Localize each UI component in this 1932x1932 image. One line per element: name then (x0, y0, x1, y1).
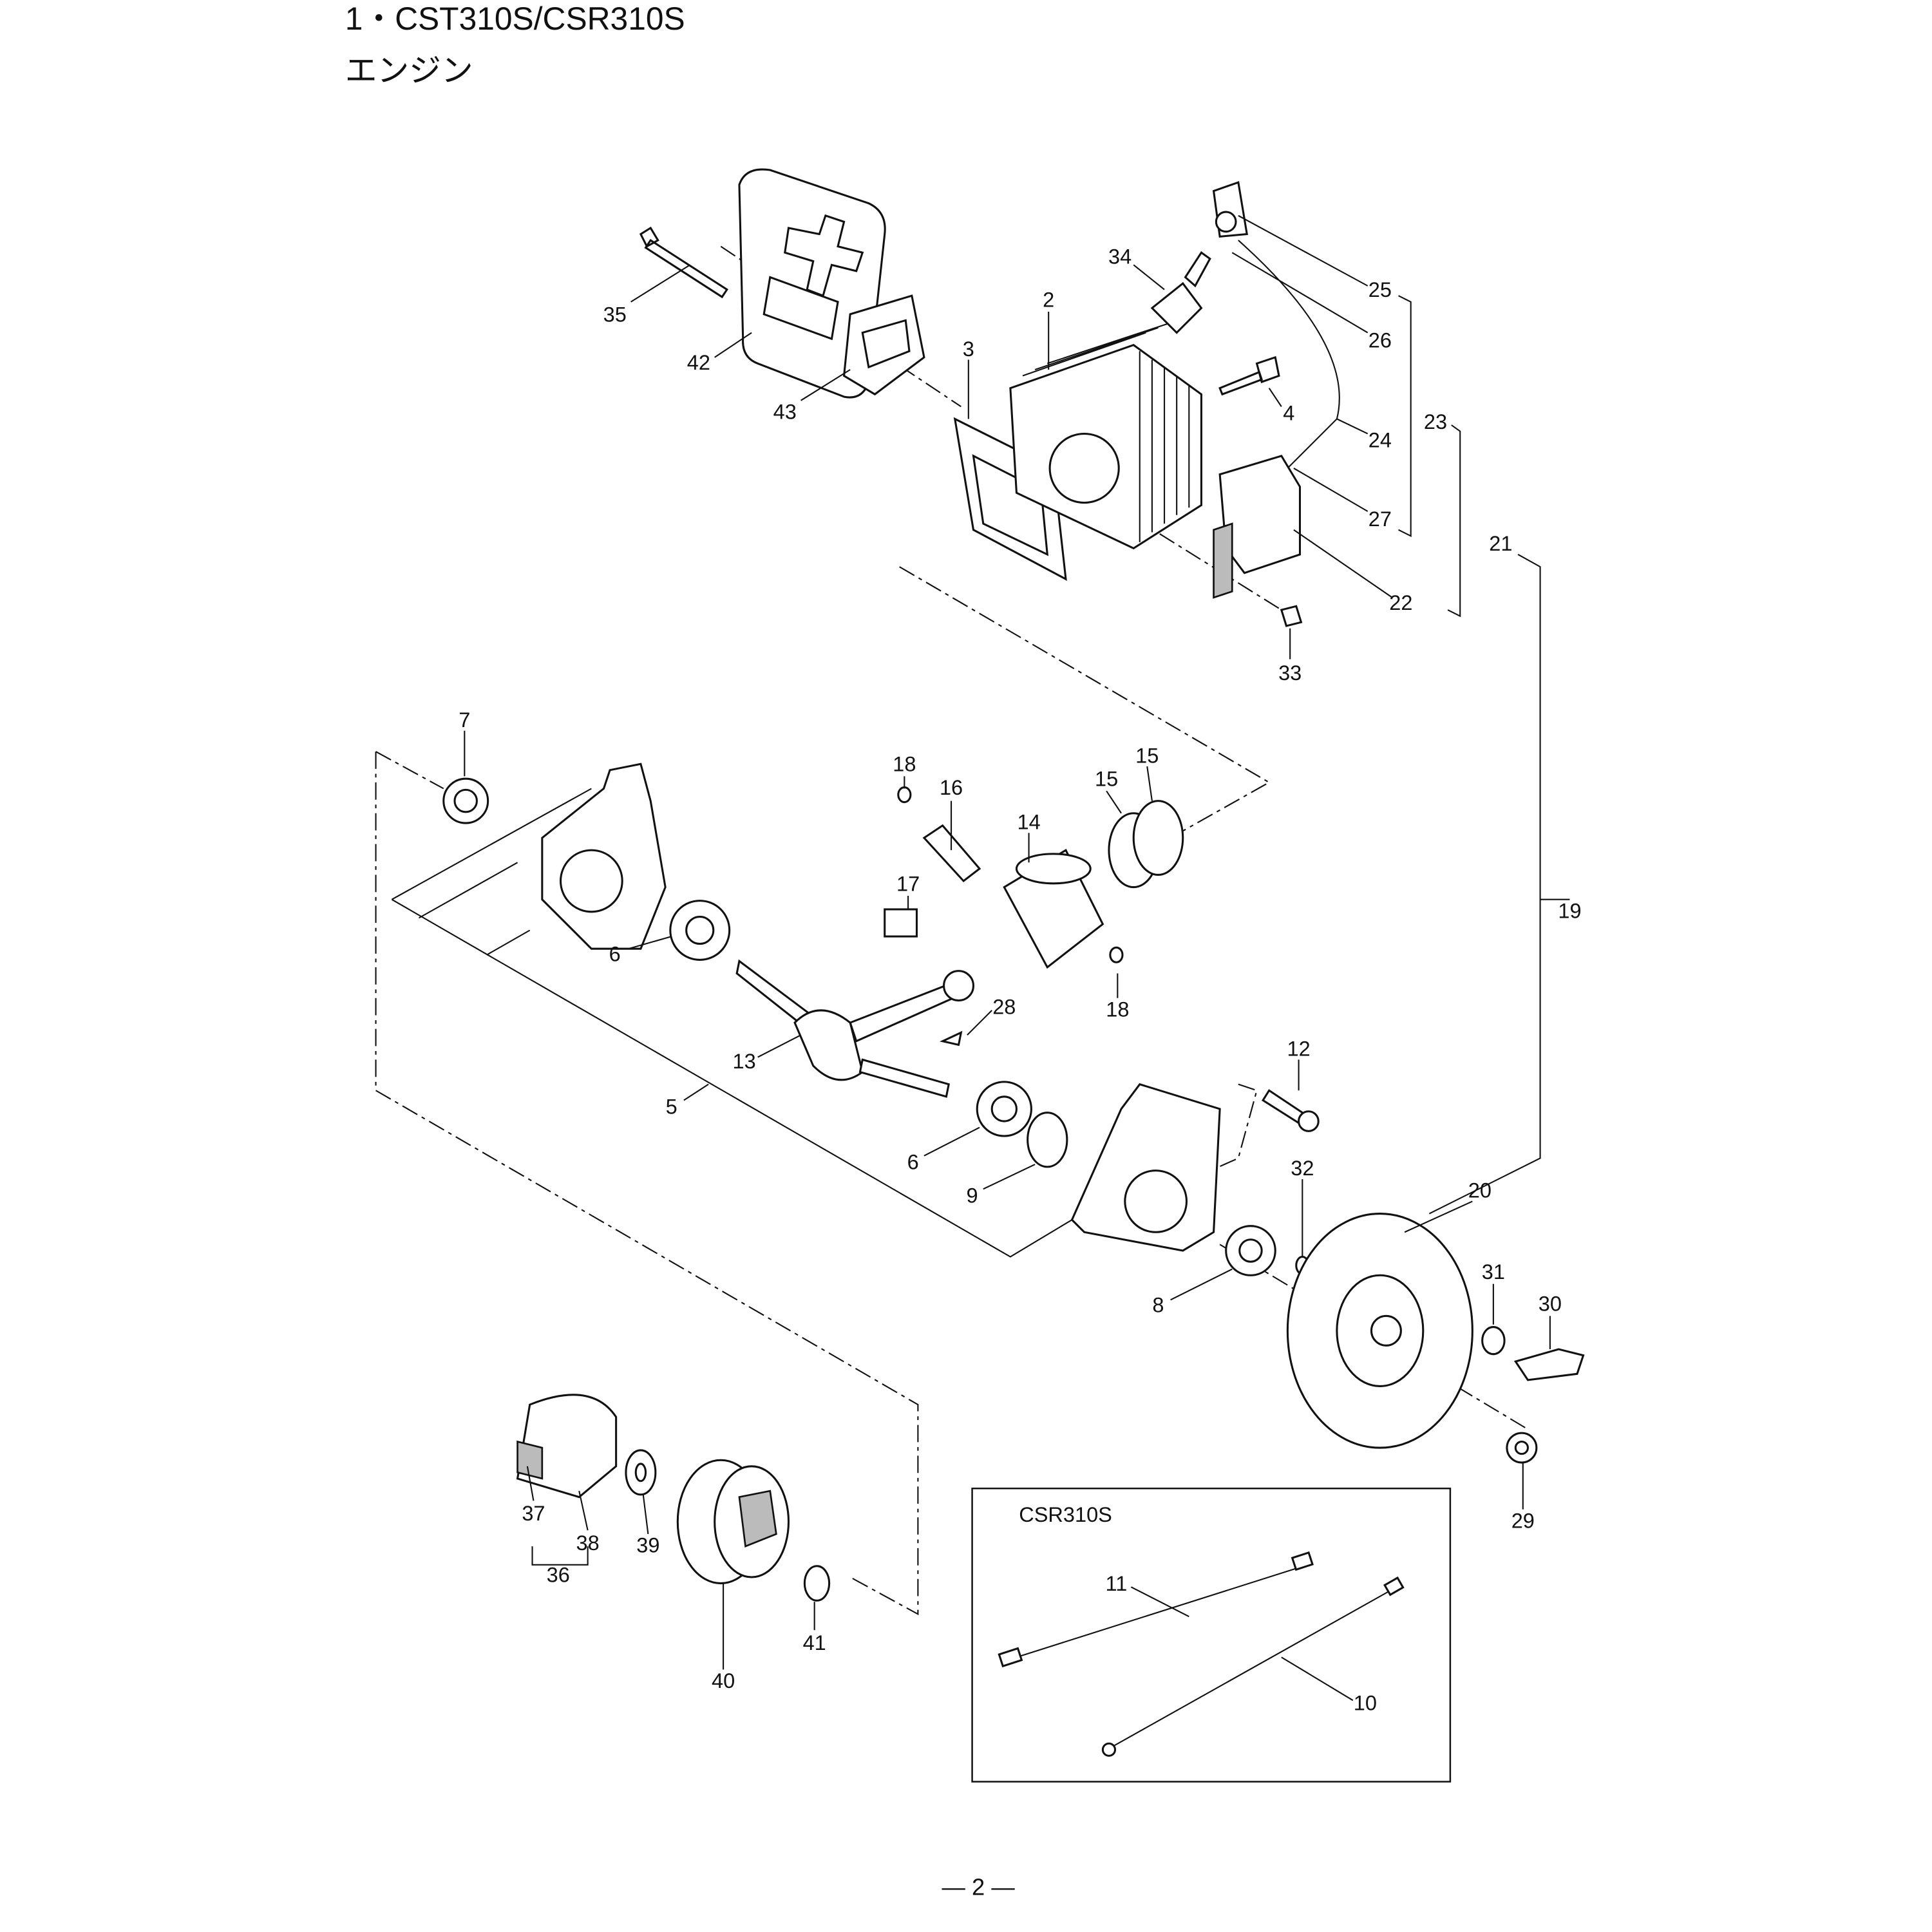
bolt-33 (1280, 605, 1303, 627)
callout-12: 12 (1287, 1037, 1310, 1061)
callout-18-b: 18 (1106, 998, 1129, 1021)
inset-label: CSR310S (1019, 1503, 1112, 1526)
callout-42: 42 (687, 351, 710, 374)
clutch-drum-40 (676, 1459, 790, 1585)
callout-11: 11 (1106, 1572, 1128, 1595)
callout-21: 21 (1489, 532, 1512, 555)
callout-7: 7 (459, 708, 470, 732)
callout-2: 2 (1043, 288, 1054, 311)
bolt-35 (639, 226, 728, 299)
callout-29: 29 (1511, 1509, 1535, 1532)
piston-pin-16 (922, 824, 981, 883)
page-number: — 2 — (942, 1874, 1016, 1900)
callout-3: 3 (963, 337, 974, 361)
callout-36: 36 (547, 1564, 570, 1587)
callout-41: 41 (803, 1631, 826, 1654)
callout-25: 25 (1368, 278, 1392, 301)
callout-20: 20 (1468, 1179, 1492, 1202)
callout-15: 15 (1095, 768, 1118, 791)
callout-38: 38 (576, 1531, 600, 1555)
bearing-7 (442, 777, 489, 824)
nut-29 (1506, 1432, 1538, 1464)
bracket-lines (391, 295, 1541, 1566)
bolt-12 (1261, 1089, 1320, 1132)
callout-24: 24 (1368, 429, 1392, 452)
key-28 (939, 1030, 963, 1046)
callout-5: 5 (666, 1095, 677, 1119)
callout-8: 8 (1152, 1294, 1164, 1317)
callout-22: 22 (1389, 591, 1412, 614)
callout-9: 9 (967, 1184, 978, 1207)
callout-16: 16 (940, 776, 963, 799)
spark-plug-34 (1150, 251, 1211, 334)
piston-rings-15 (1108, 800, 1184, 889)
page-title: 1・CST310S/CSR310S (345, 1, 685, 37)
ignition-lead-24 (1238, 240, 1340, 469)
callout-32: 32 (1291, 1157, 1314, 1180)
spring-31 (1481, 1326, 1506, 1356)
piston-14 (1003, 848, 1104, 969)
callout-37: 37 (522, 1502, 545, 1525)
crankcase-right (1070, 1083, 1221, 1252)
callout-28: 28 (992, 996, 1016, 1019)
callout-18: 18 (893, 753, 916, 776)
bearing-6-right (976, 1081, 1032, 1137)
callout-10: 10 (1354, 1692, 1377, 1715)
flywheel-20 (1286, 1213, 1473, 1449)
callout-40: 40 (712, 1669, 735, 1692)
callout-39: 39 (636, 1534, 659, 1557)
bearing-6-left (669, 900, 731, 961)
callout-labels: 35 42 43 3 2 34 25 26 4 24 23 27 21 22 3… (459, 245, 1581, 1714)
callout-13: 13 (733, 1050, 756, 1073)
clutch-36 (516, 1394, 618, 1499)
cable-10 (1111, 1589, 1393, 1748)
callout-26: 26 (1368, 329, 1392, 352)
needle-bearing-41 (803, 1565, 831, 1602)
callout-15-b: 15 (1135, 744, 1159, 767)
crankcase-left (541, 762, 667, 950)
inset-csr310s: CSR310S (971, 1487, 1452, 1783)
leader-lines (464, 214, 1570, 1701)
callout-6-b: 6 (907, 1151, 919, 1174)
needle-bearing-17 (884, 908, 918, 938)
bolt-4 (1218, 355, 1280, 396)
callout-27: 27 (1368, 507, 1392, 531)
callout-30: 30 (1539, 1293, 1562, 1316)
callout-14: 14 (1017, 811, 1040, 834)
callout-6: 6 (609, 942, 621, 965)
clip-18 (897, 786, 1124, 963)
cylinder-part (1009, 322, 1202, 550)
cable-11 (1016, 1566, 1300, 1658)
callout-34: 34 (1108, 245, 1132, 268)
circlip-9 (1027, 1112, 1068, 1168)
callout-35: 35 (603, 303, 627, 326)
callout-43: 43 (773, 401, 797, 424)
plug-cap-25 (1212, 181, 1249, 238)
callout-31: 31 (1482, 1260, 1505, 1283)
callout-33: 33 (1278, 661, 1302, 685)
bearing-8 (1225, 1225, 1276, 1276)
pawl-30 (1513, 1348, 1585, 1381)
ignition-coil-22 (1213, 455, 1302, 599)
callout-23: 23 (1424, 410, 1447, 433)
gasket-43 (842, 294, 925, 396)
page-subtitle: エンジン (345, 52, 473, 88)
washer-39 (625, 1449, 657, 1496)
callout-4: 4 (1283, 401, 1294, 424)
callout-19: 19 (1558, 899, 1581, 922)
crankshaft-13 (735, 959, 975, 1098)
callout-17: 17 (896, 872, 920, 895)
